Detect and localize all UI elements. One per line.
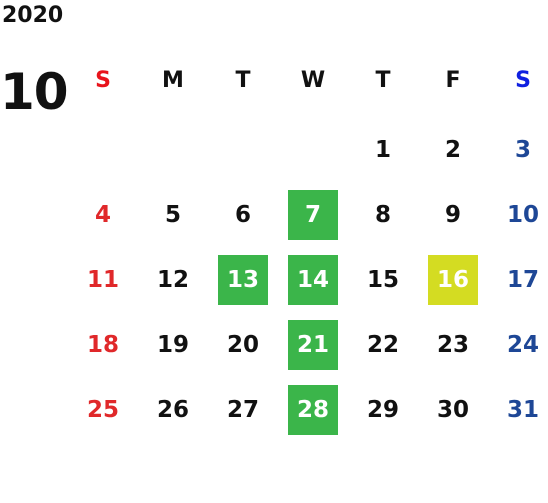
day-cell-8[interactable]: 8	[374, 202, 391, 228]
day-cell-2[interactable]: 2	[444, 137, 461, 163]
day-cell-13[interactable]: 13	[218, 255, 268, 305]
day-cell-16[interactable]: 16	[428, 255, 478, 305]
day-cell-23[interactable]: 23	[436, 332, 469, 358]
day-cell-1[interactable]: 1	[374, 137, 391, 163]
day-cell-5[interactable]: 5	[164, 202, 181, 228]
calendar-month: 10	[0, 63, 69, 121]
day-cell-7[interactable]: 7	[288, 190, 338, 240]
day-cell-19[interactable]: 19	[156, 332, 189, 358]
day-cell-21[interactable]: 21	[288, 320, 338, 370]
day-cell-9[interactable]: 9	[444, 202, 461, 228]
day-cell-11[interactable]: 11	[86, 267, 119, 293]
weekday-header-sunday: S	[95, 68, 111, 93]
day-cell-12[interactable]: 12	[156, 267, 189, 293]
day-cell-28[interactable]: 28	[288, 385, 338, 435]
day-cell-30[interactable]: 30	[436, 397, 469, 423]
day-cell-4[interactable]: 4	[94, 202, 111, 228]
weekday-header-thursday: T	[375, 68, 391, 93]
weekday-header-friday: F	[445, 68, 461, 93]
weekday-header-tuesday: T	[235, 68, 251, 93]
day-cell-20[interactable]: 20	[226, 332, 259, 358]
day-cell-22[interactable]: 22	[366, 332, 399, 358]
weekday-header-monday: M	[162, 68, 184, 93]
day-cell-10[interactable]: 10	[506, 202, 539, 228]
day-cell-26[interactable]: 26	[156, 397, 189, 423]
weekday-header-wednesday: W	[300, 68, 326, 93]
day-cell-17[interactable]: 17	[506, 267, 539, 293]
day-cell-29[interactable]: 29	[366, 397, 399, 423]
day-cell-24[interactable]: 24	[506, 332, 539, 358]
calendar-year: 2020	[2, 3, 64, 28]
day-cell-3[interactable]: 3	[514, 137, 531, 163]
weekday-header-saturday: S	[515, 68, 531, 93]
day-cell-14[interactable]: 14	[288, 255, 338, 305]
day-cell-15[interactable]: 15	[366, 267, 399, 293]
day-cell-31[interactable]: 31	[506, 397, 539, 423]
day-cell-6[interactable]: 6	[234, 202, 251, 228]
day-cell-18[interactable]: 18	[86, 332, 119, 358]
day-cell-25[interactable]: 25	[86, 397, 119, 423]
day-cell-27[interactable]: 27	[226, 397, 259, 423]
